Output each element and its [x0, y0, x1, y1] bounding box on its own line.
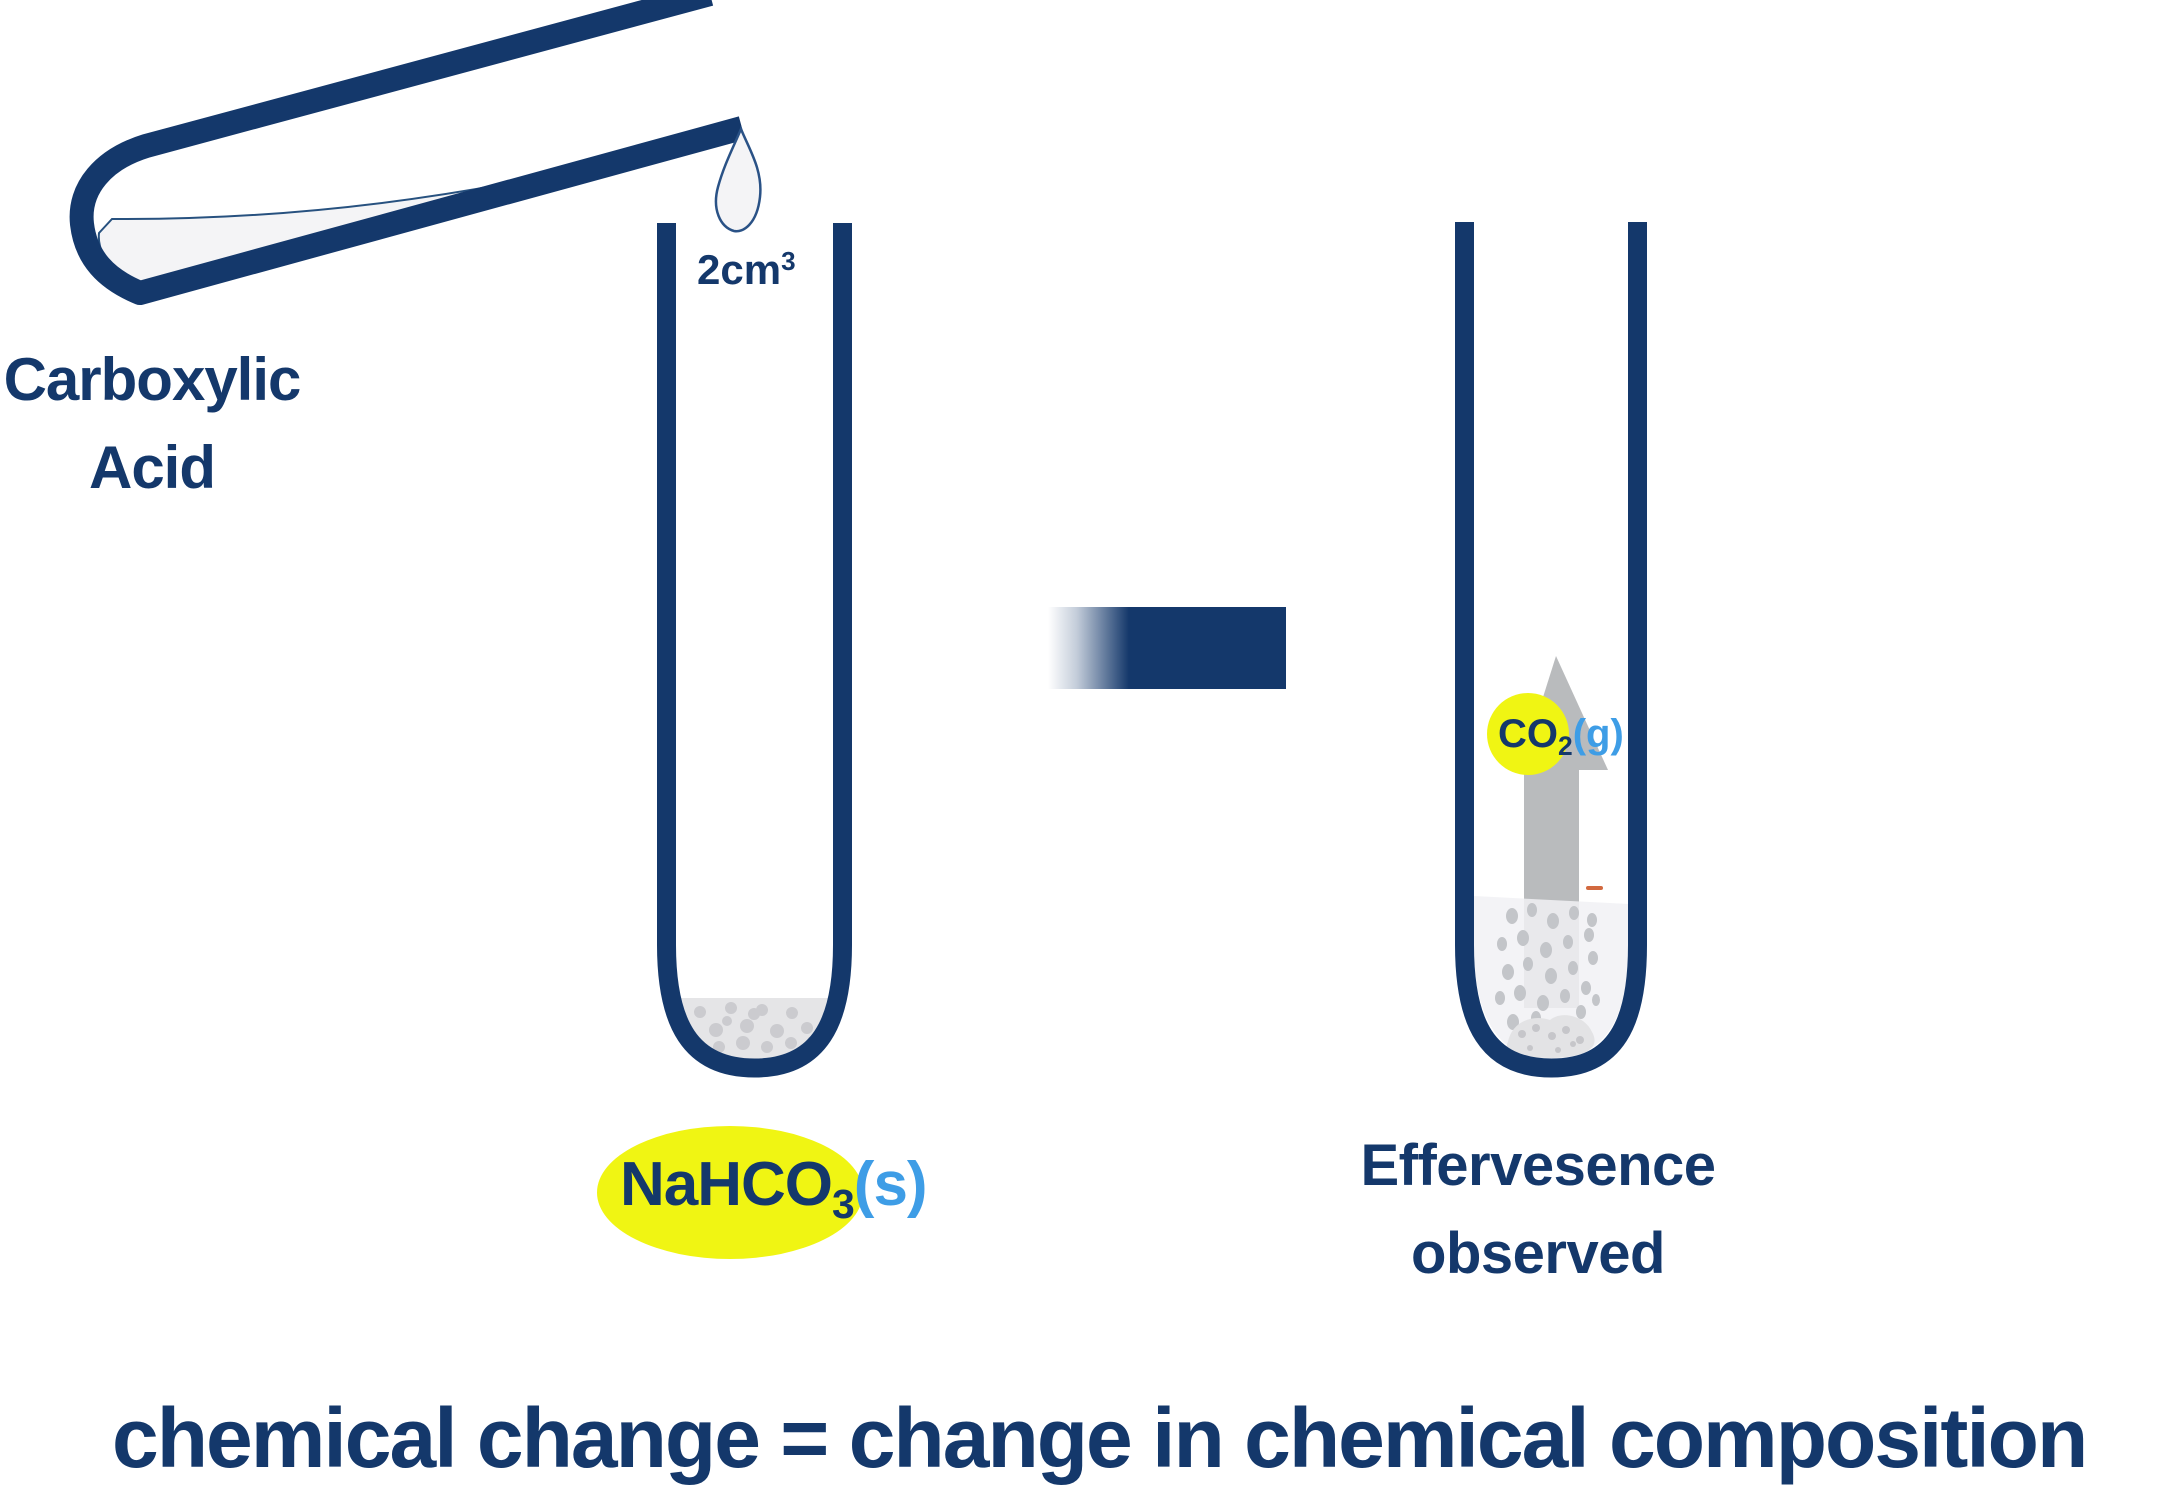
- solid-state: (s): [853, 1150, 928, 1219]
- reagent-label-line2: Acid: [88, 434, 216, 501]
- volume-value: 2cm: [697, 246, 782, 293]
- caption: chemical change = change in chemical com…: [112, 1391, 2088, 1485]
- reagent-label-line1: Carboxylic: [3, 346, 302, 413]
- gas-subscript: 2: [1558, 731, 1573, 762]
- solid-label: NaHCO3(s): [620, 1150, 928, 1228]
- transition-arrow: [1048, 607, 1286, 689]
- tilted-test-tube-icon: [69, 0, 746, 305]
- gas-formula: CO: [1498, 712, 1558, 756]
- observation-line1: Effervesence: [1360, 1133, 1716, 1198]
- reagent-label: Carboxylic Acid: [0, 336, 304, 512]
- nahco3-test-tube-icon: [657, 223, 852, 1078]
- gas-label: CO2(g): [1498, 712, 1624, 762]
- volume-label: 2cm3: [697, 245, 796, 298]
- nahco3-highlight-ellipse: [597, 1126, 863, 1259]
- solid-formula: NaHCO: [620, 1150, 833, 1219]
- liquid-drop-icon: [714, 125, 762, 233]
- co2-highlight-circle: [1487, 693, 1569, 775]
- solid-subscript: 3: [832, 1181, 855, 1228]
- orange-mark: [1586, 886, 1603, 890]
- volume-exponent: 3: [781, 245, 796, 276]
- observation-line2: observed: [1411, 1221, 1665, 1286]
- reaction-test-tube-icon: [1455, 222, 1647, 1078]
- gas-state: (g): [1572, 712, 1624, 756]
- observation-label: Effervesence observed: [1296, 1122, 1780, 1298]
- reacting-powder-speckles: [1518, 1024, 1584, 1053]
